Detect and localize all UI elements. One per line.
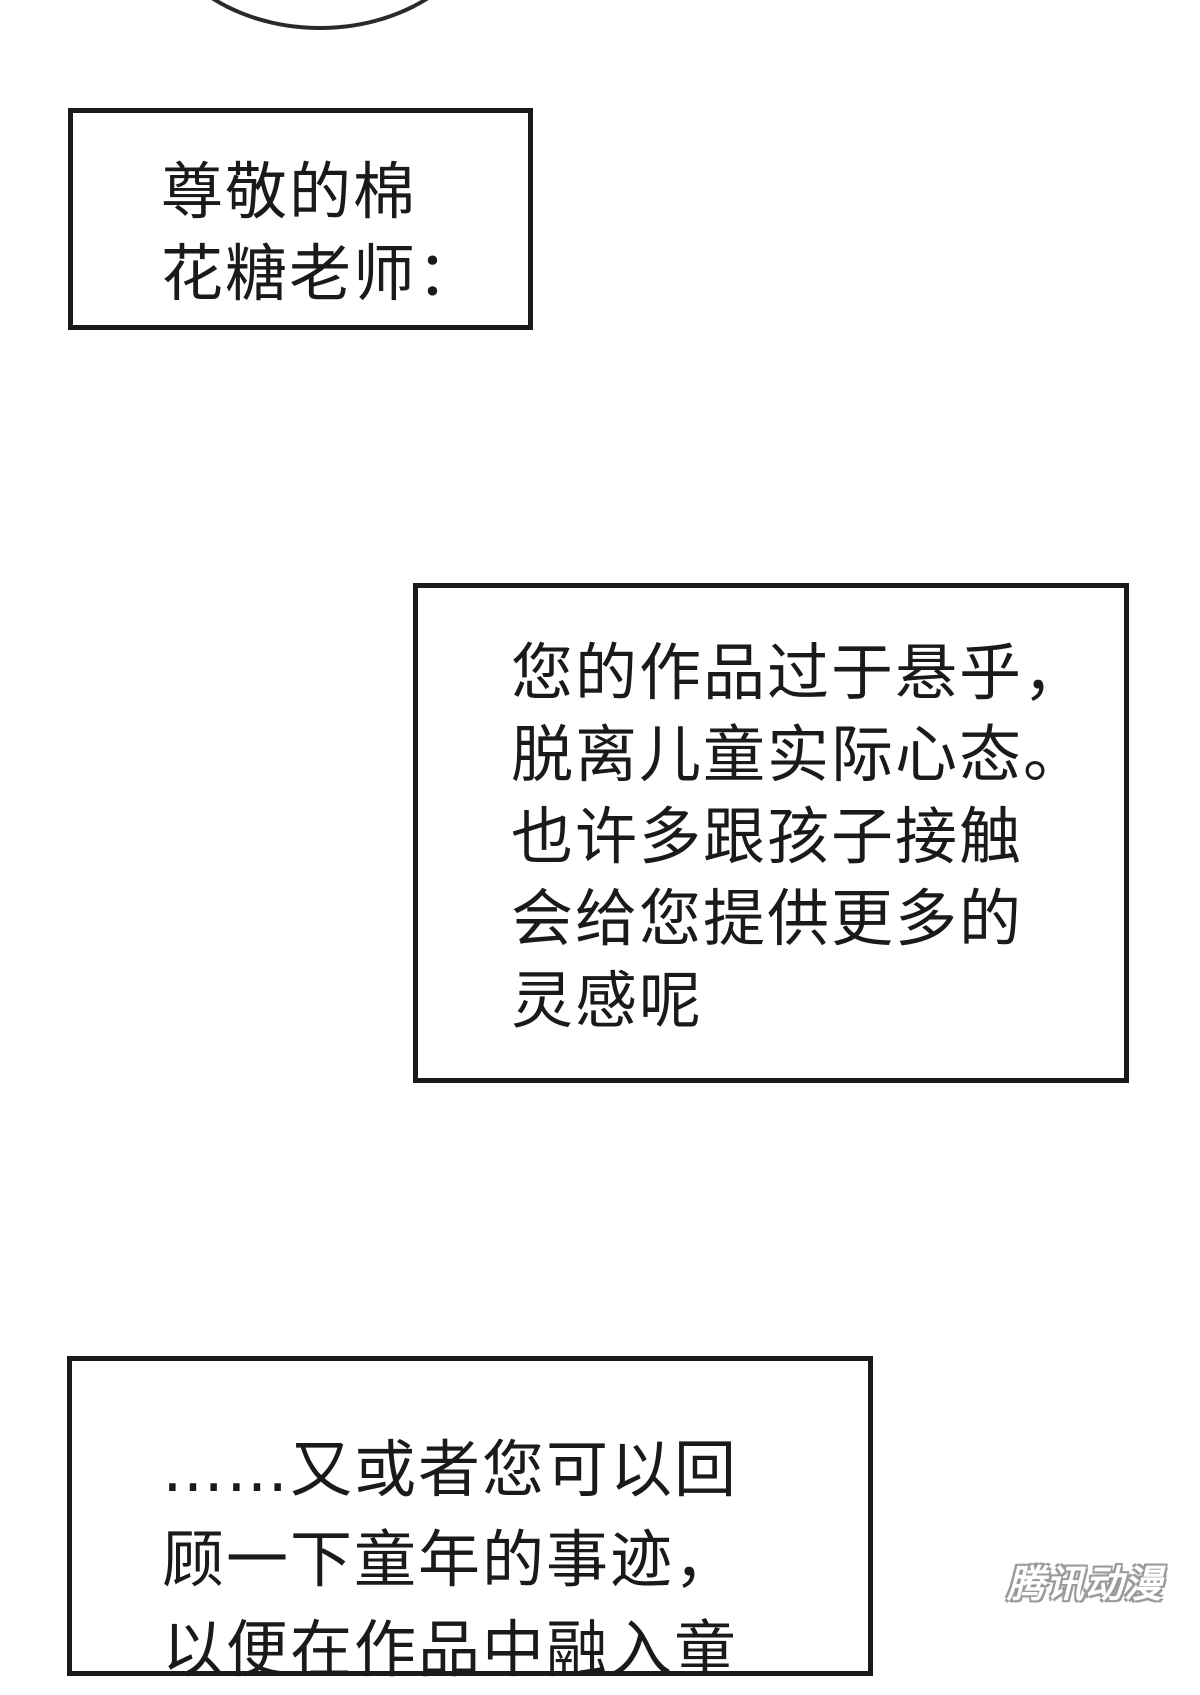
caption-box-critique: 您的作品过于悬乎， 脱离儿童实际心态。 也许多跟孩子接触 会给您提供更多的 灵感… (413, 583, 1129, 1083)
caption-line: 会给您提供更多的 (511, 882, 1024, 955)
caption-line: 脱离儿童实际心态。 (511, 718, 1088, 791)
caption-line: 也许多跟孩子接触 (511, 800, 1024, 873)
speech-bubble-edge (150, 0, 490, 30)
caption-box-suggestion: ……又或者您可以回 顾一下童年的事迹， 以便在作品中融入童 (67, 1356, 873, 1686)
caption-line: 您的作品过于悬乎， (511, 636, 1088, 709)
caption-line: ……又或者您可以回 (162, 1433, 739, 1506)
caption-line: 尊敬的棉 (161, 155, 418, 228)
caption-line: 花糖老师： (161, 237, 482, 310)
caption-box-greeting: 尊敬的棉 花糖老师： (68, 108, 533, 330)
caption-line: 以便在作品中融入童 (162, 1613, 739, 1686)
watermark-logo: 腾讯动漫 (1006, 1561, 1163, 1606)
caption-line: 顾一下童年的事迹， (162, 1523, 739, 1596)
caption-line: 灵感呢 (511, 964, 704, 1037)
